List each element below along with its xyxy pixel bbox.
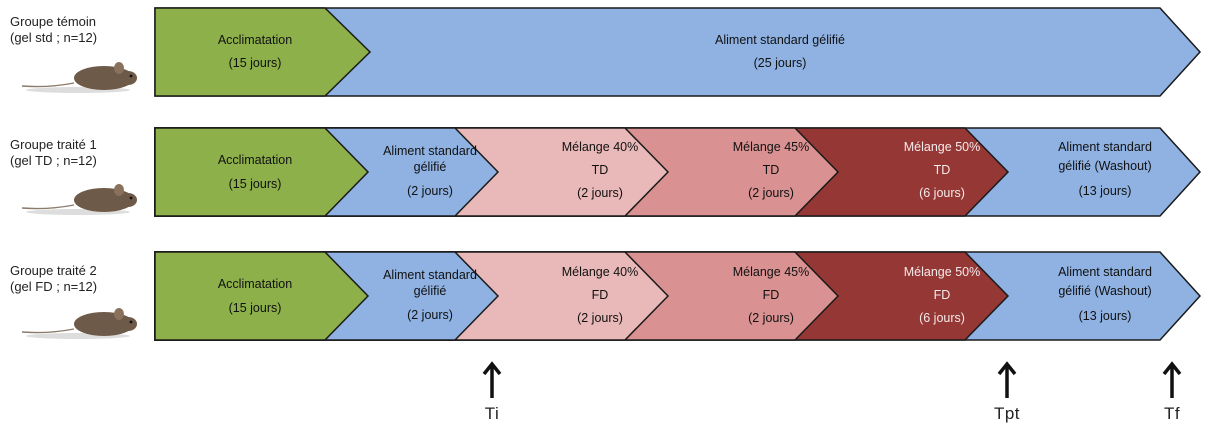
segment-label: Aliment standard xyxy=(1058,265,1152,279)
segment-duration: (2 jours) xyxy=(577,186,623,200)
segment-acclimatation xyxy=(154,127,370,217)
group-detail: (gel TD ; n=12) xyxy=(10,153,97,168)
segment-duration: (13 jours) xyxy=(1079,184,1132,198)
segment-label: Acclimatation xyxy=(218,33,292,47)
marker-label: Ti xyxy=(484,404,500,423)
group-detail: (gel std ; n=12) xyxy=(10,30,98,45)
group-name: Groupe traité 1 xyxy=(10,137,97,152)
group-label-control: Groupe témoin (gel std ; n=12) xyxy=(10,14,97,46)
segment-duration: (2 jours) xyxy=(407,184,453,198)
segment-label: TD xyxy=(763,163,780,177)
segment-label: Aliment standard xyxy=(383,268,477,282)
timeline-row-treated-1: Acclimatation (15 jours) Aliment standar… xyxy=(154,127,1202,217)
segment-duration: (2 jours) xyxy=(748,311,794,325)
segment-label: Mélange 45% xyxy=(733,265,809,279)
marker-ti: Ti xyxy=(472,360,512,424)
segment-duration: (2 jours) xyxy=(748,186,794,200)
mouse-image xyxy=(21,184,137,215)
segment-label: Aliment standard gélifié xyxy=(715,33,845,47)
segment-acclimatation xyxy=(154,251,370,341)
segment-label: Mélange 40% xyxy=(562,265,638,279)
arrow-up-icon xyxy=(997,361,1017,398)
group-detail: (gel FD ; n=12) xyxy=(10,279,98,294)
segment-duration: (2 jours) xyxy=(407,308,453,322)
marker-tpt: Tpt xyxy=(987,360,1027,424)
segment-label: Mélange 50% xyxy=(904,140,980,154)
segment-label: TD xyxy=(592,163,609,177)
mouse-image xyxy=(21,308,137,339)
segment-duration: (25 jours) xyxy=(754,56,807,70)
mouse-image xyxy=(21,62,137,93)
segment-duration: (15 jours) xyxy=(229,301,282,315)
segment-label: Acclimatation xyxy=(218,153,292,167)
segment-duration: (13 jours) xyxy=(1079,309,1132,323)
arrow-up-icon xyxy=(482,361,502,398)
group-name: Groupe témoin xyxy=(10,14,96,29)
segment-label: Mélange 50% xyxy=(904,265,980,279)
segment-duration: (2 jours) xyxy=(577,311,623,325)
segment-label: FD xyxy=(763,288,780,302)
segment-label: Mélange 40% xyxy=(562,140,638,154)
timeline-row-treated-2: Acclimatation (15 jours) Aliment standar… xyxy=(154,251,1202,341)
segment-duration: (15 jours) xyxy=(229,56,282,70)
marker-tf: Tf xyxy=(1152,360,1192,424)
segment-duration: (6 jours) xyxy=(919,186,965,200)
timeline-row-control: Acclimatation (15 jours) Aliment standar… xyxy=(154,7,1202,97)
segment-acclimatation xyxy=(154,7,372,97)
segment-duration: (15 jours) xyxy=(229,177,282,191)
group-label-treated-2: Groupe traité 2 (gel FD ; n=12) xyxy=(10,263,97,295)
segment-label: gélifié (Washout) xyxy=(1058,159,1151,173)
segment-label: TD xyxy=(934,163,951,177)
segment-label: Acclimatation xyxy=(218,277,292,291)
marker-label: Tpt xyxy=(993,404,1021,423)
segment-label: Mélange 45% xyxy=(733,140,809,154)
marker-label: Tf xyxy=(1163,404,1181,423)
segment-label: FD xyxy=(592,288,609,302)
arrow-up-icon xyxy=(1162,361,1182,398)
segment-duration: (6 jours) xyxy=(919,311,965,325)
segment-label: gélifié (Washout) xyxy=(1058,284,1151,298)
group-name: Groupe traité 2 xyxy=(10,263,97,278)
group-label-treated-1: Groupe traité 1 (gel TD ; n=12) xyxy=(10,137,97,169)
segment-label: Aliment standard xyxy=(383,144,477,158)
segment-label: Aliment standard xyxy=(1058,140,1152,154)
segment-label: gélifié xyxy=(414,160,447,174)
segment-label: FD xyxy=(934,288,951,302)
segment-label: gélifié xyxy=(414,284,447,298)
